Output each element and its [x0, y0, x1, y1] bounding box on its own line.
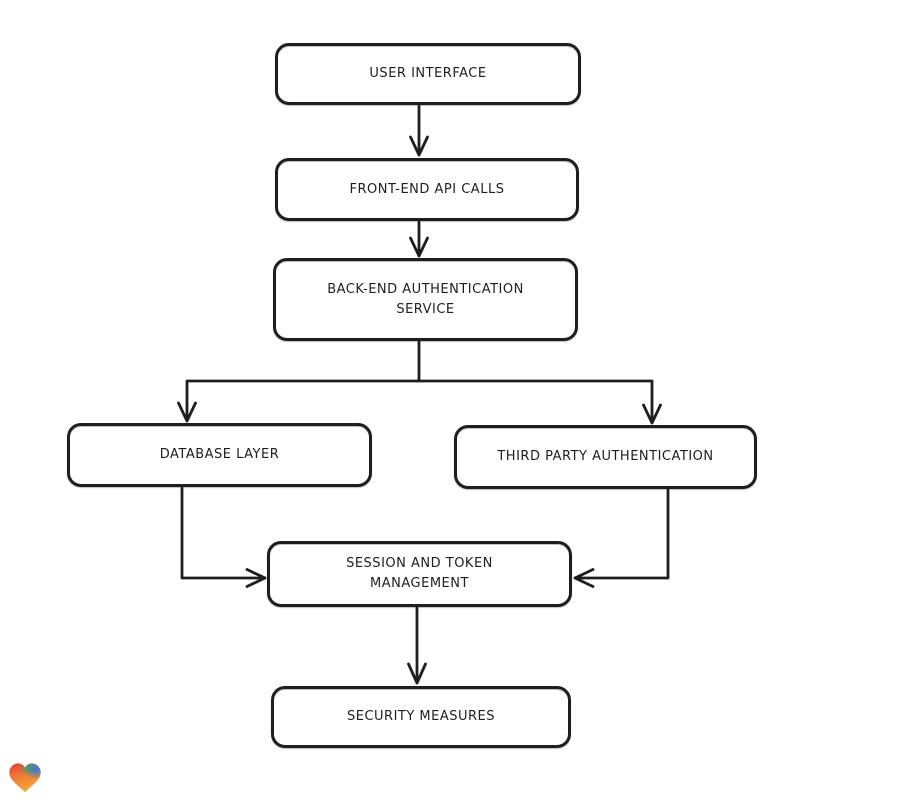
node-database-layer: DATABASE LAYER — [67, 423, 372, 487]
node-label: SERVICE — [396, 301, 455, 317]
node-label: DATABASE LAYER — [159, 447, 280, 462]
node-label: FRONT-END API CALLS — [349, 181, 505, 197]
node-security-measures: SECURITY MEASURES — [271, 686, 571, 748]
node-label: THIRD PARTY AUTHENTICATION — [497, 449, 714, 464]
node-user-interface: USER INTERFACE — [275, 43, 581, 105]
connector-thirdparty-to-session — [573, 488, 670, 588]
node-label: SESSION AND TOKEN — [346, 556, 493, 571]
connector-session-to-security — [407, 605, 427, 685]
node-session-token-management: SESSION AND TOKEN MANAGEMENT — [267, 541, 572, 607]
node-label: MANAGEMENT — [370, 576, 469, 591]
node-label: BACK-END AUTHENTICATION — [327, 281, 524, 297]
node-third-party-authentication: THIRD PARTY AUTHENTICATION — [454, 425, 757, 489]
connector-backend-branch — [177, 339, 662, 425]
gradient-heart-icon[interactable] — [8, 761, 42, 795]
node-backend-authentication-service: BACK-END AUTHENTICATION SERVICE — [273, 258, 578, 341]
node-frontend-api-calls: FRONT-END API CALLS — [275, 158, 579, 221]
connector-api-to-backend — [409, 220, 429, 258]
connector-ui-to-api — [409, 104, 429, 157]
connector-database-to-session — [180, 486, 267, 588]
node-label: USER INTERFACE — [369, 66, 487, 81]
node-label: SECURITY MEASURES — [346, 709, 496, 724]
